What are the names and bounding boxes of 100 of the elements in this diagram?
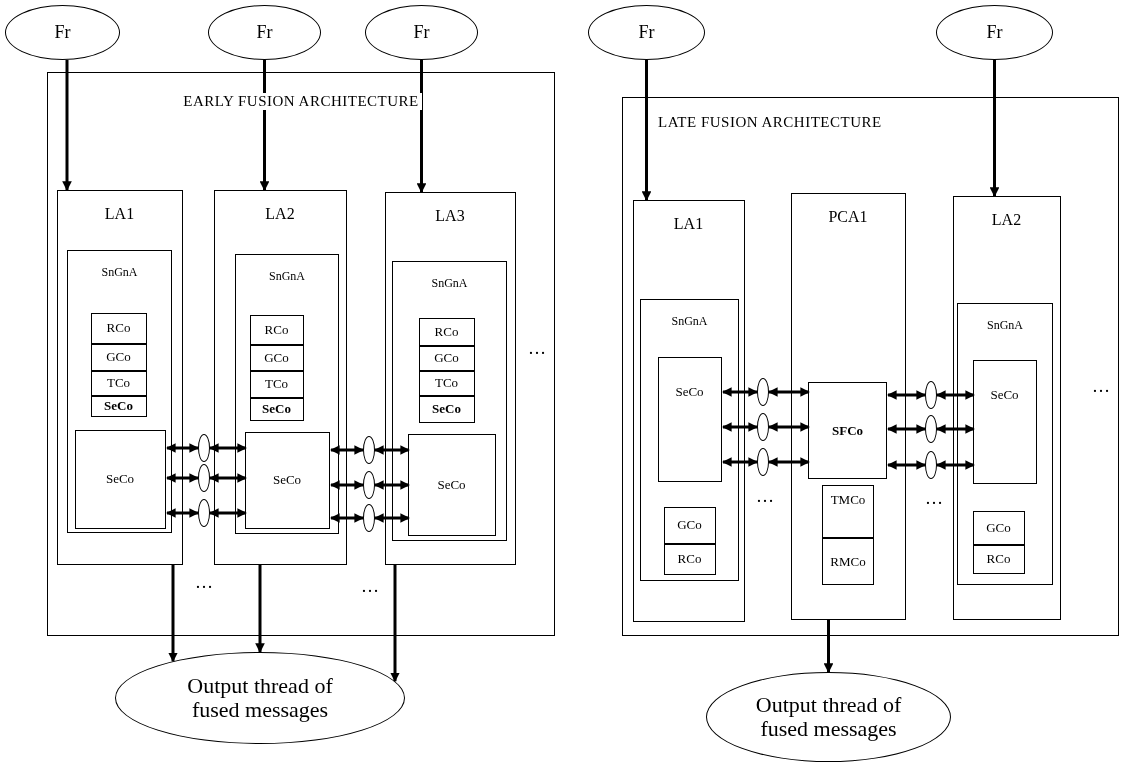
ellipsis-label: … xyxy=(925,488,945,509)
source-ellipse xyxy=(208,5,321,60)
component-box xyxy=(407,433,496,536)
agent-box xyxy=(952,195,1061,620)
subagent-box xyxy=(392,261,507,541)
subagent-box xyxy=(235,254,339,534)
node-label: SeCo xyxy=(675,383,704,400)
component-box xyxy=(663,506,716,544)
component-box xyxy=(972,510,1025,545)
agent-box xyxy=(56,189,183,565)
box-title: LA1 xyxy=(673,214,704,233)
box-title: SnGnA xyxy=(269,269,305,284)
component-box xyxy=(249,314,304,345)
box-title: SnGnA xyxy=(431,276,468,291)
node-label: SeCo xyxy=(262,401,291,417)
double-arrow xyxy=(887,460,926,470)
node-label: SeCo xyxy=(272,472,302,488)
node-label: SeCo xyxy=(105,471,135,487)
agent-box xyxy=(632,199,745,622)
double-arrow xyxy=(936,460,975,470)
component-box xyxy=(249,370,304,398)
double-arrow xyxy=(768,457,810,467)
box-title: LA2 xyxy=(265,204,295,223)
agent-box xyxy=(213,189,347,565)
double-arrow xyxy=(330,513,364,523)
double-arrow xyxy=(374,445,410,455)
component-box xyxy=(822,485,874,538)
box-title: LA3 xyxy=(435,206,465,225)
arrow xyxy=(62,59,72,191)
node-label: SeCo xyxy=(432,401,461,417)
component-box xyxy=(972,359,1037,484)
node-label: Fr xyxy=(54,22,71,43)
node-label: SFCo xyxy=(831,422,864,439)
node-label: Fr xyxy=(638,22,655,43)
node-label: RCo xyxy=(677,551,702,567)
node-label: RCo xyxy=(106,320,131,336)
double-arrow xyxy=(374,480,410,490)
component-box xyxy=(808,382,887,479)
node-label: Output thread of fused messages xyxy=(186,673,334,723)
double-arrow xyxy=(722,422,758,432)
node-label: SeCo xyxy=(104,398,133,414)
subagent-box xyxy=(640,299,739,581)
component-box xyxy=(822,538,874,585)
node-label: Fr xyxy=(256,22,273,43)
arrow xyxy=(416,60,427,193)
ellipsis-label: … xyxy=(361,576,381,597)
node-label: RMCo xyxy=(830,553,866,570)
arrow xyxy=(823,620,834,673)
subagent-box xyxy=(957,303,1053,585)
ellipsis-label: … xyxy=(195,572,215,593)
node-label: SeCo xyxy=(437,476,466,493)
arrow xyxy=(989,60,1000,197)
node-label: Output thread of fused messages xyxy=(754,692,903,742)
double-arrow xyxy=(330,445,364,455)
node-label: RCo xyxy=(986,551,1011,567)
box-title: LA2 xyxy=(991,210,1022,229)
ellipsis-label: … xyxy=(528,338,548,359)
agent-box xyxy=(384,191,516,565)
node-label: RCo xyxy=(434,323,459,340)
component-box xyxy=(418,345,475,371)
double-arrow xyxy=(768,387,810,397)
component-box xyxy=(249,344,304,371)
component-box xyxy=(74,429,166,529)
double-arrow xyxy=(166,473,199,483)
arrow xyxy=(168,565,178,663)
source-ellipse xyxy=(365,5,478,60)
box-title: PCA1 xyxy=(828,207,868,226)
component-box xyxy=(90,395,147,417)
double-arrow xyxy=(209,473,247,483)
node-label: GCo xyxy=(677,517,702,533)
double-arrow xyxy=(166,443,199,453)
double-arrow xyxy=(166,508,199,518)
arrow xyxy=(259,60,270,191)
double-arrow xyxy=(936,390,975,400)
ellipsis-label: … xyxy=(1092,376,1112,397)
subagent-box xyxy=(67,250,172,533)
double-arrow xyxy=(209,508,247,518)
architecture-frame xyxy=(47,72,555,636)
component-box xyxy=(244,431,330,529)
arrow xyxy=(255,565,265,653)
box-title: SnGnA xyxy=(671,314,708,329)
frame-title: EARLY FUSION ARCHITECTURE xyxy=(180,93,422,110)
double-arrow xyxy=(374,513,410,523)
node-label: RCo xyxy=(264,321,289,338)
ellipsis-label: … xyxy=(756,486,776,507)
source-ellipse xyxy=(5,5,120,60)
node-label: GCo xyxy=(434,350,459,366)
node-label: TCo xyxy=(264,376,289,392)
double-arrow xyxy=(330,480,364,490)
component-box xyxy=(90,312,147,344)
double-arrow xyxy=(887,424,926,434)
arrow xyxy=(641,60,652,201)
node-label: SeCo xyxy=(990,386,1019,403)
node-label: TMCo xyxy=(830,492,866,508)
node-label: GCo xyxy=(264,349,289,366)
node-label: TCo xyxy=(434,375,459,391)
double-arrow xyxy=(768,422,810,432)
double-arrow xyxy=(722,387,758,397)
box-title: LA1 xyxy=(104,204,135,223)
node-label: Fr xyxy=(986,22,1003,43)
